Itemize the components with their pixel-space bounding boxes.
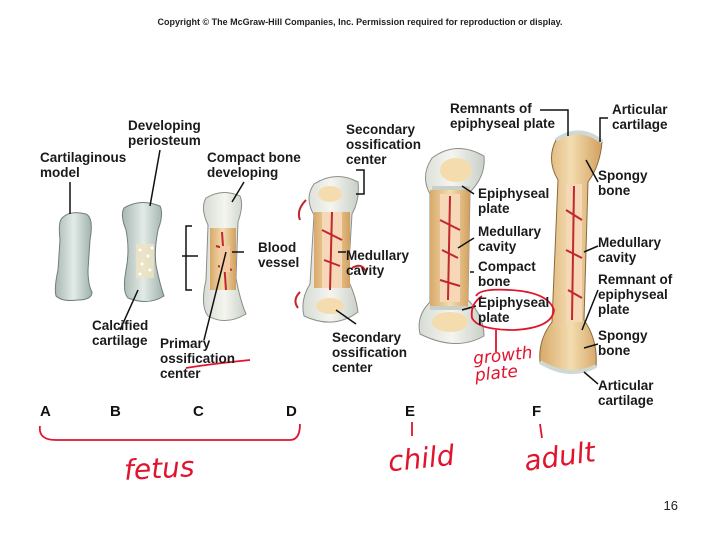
label-medullary-cavity-f: Medullary cavity [598,235,662,265]
label-blood-vessel: Blood vessel [258,240,300,270]
label-compact-bone: Compact bone [478,259,536,289]
adult-tick [539,423,543,439]
label-secondary-ossification-center-bottom: Secondary ossification center [332,330,408,375]
bone-stage-a [54,212,93,301]
bone-stage-b [121,202,165,302]
label-remnants-epiphyseal-plate: Remnants of epiphyseal plate [450,101,556,131]
red-annotation-strokes [38,288,555,441]
label-calcified-cartilage: Calcified cartilage [92,318,149,348]
leader-lines [69,109,608,385]
ossification-underline [185,359,251,369]
label-articular-cartilage-top: Articular cartilage [612,102,668,132]
stage-letter-a: A [40,403,51,420]
label-primary-ossification-center: Primary ossification center [160,336,236,381]
bone-stage-f [538,130,604,374]
label-articular-cartilage-bottom: Articular cartilage [598,378,654,408]
handwritten-growth-plate: growth plate [472,342,534,387]
copyright-notice: Copyright © The McGraw-Hill Companies, I… [157,17,563,27]
stage-letter-f: F [532,403,542,420]
label-spongy-bone-bottom: Spongy bone [598,328,648,358]
bone-stage-e [418,148,485,345]
label-secondary-ossification-center-top: Secondary ossification center [346,122,422,167]
handwritten-fetus: fetus [123,450,196,487]
label-developing-periosteum: Developing periosteum [128,118,201,148]
bone-stage-d [294,176,367,323]
label-compact-bone-developing: Compact bone developing [207,150,301,180]
epiphyseal-plate-circle [470,288,555,331]
handwritten-child: child [386,438,457,479]
stage-letter-e: E [405,403,416,420]
label-remnant-epiphyseal-plate: Remnant of epiphyseal plate [598,272,673,317]
label-medullary-cavity-d: Medullary cavity [346,248,410,278]
label-cartilaginous-model: Cartilaginous model [40,150,127,180]
label-epiphyseal-plate-top: Epiphyseal plate [478,186,550,216]
stage-letter-d: D [286,403,297,420]
label-medullary-cavity-e: Medullary cavity [478,224,542,254]
stage-letter-c: C [193,403,204,420]
page-number: 16 [663,498,678,513]
label-spongy-bone-top: Spongy bone [598,168,648,198]
label-epiphyseal-plate-bottom: Epiphyseal plate [478,295,550,325]
fetus-bracket [38,423,301,441]
stage-letter-b: B [110,403,121,420]
